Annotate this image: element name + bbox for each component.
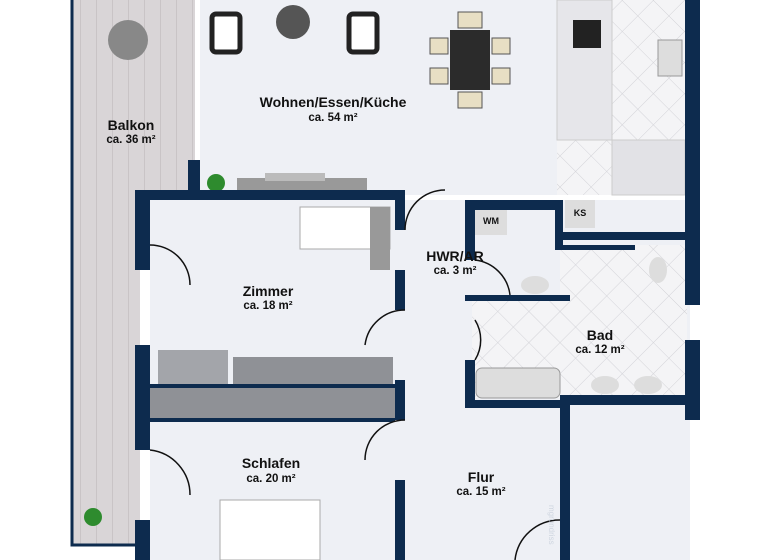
tv-icon xyxy=(265,173,325,181)
room-name-flur: Flur xyxy=(467,469,495,485)
door-zimmer xyxy=(364,309,406,346)
washbasin-icon xyxy=(521,276,549,294)
bed-icon xyxy=(219,499,321,560)
door-hwr xyxy=(474,259,511,296)
room-area-hwr: ca. 3 m² xyxy=(433,265,477,277)
door-balkon-schlafen xyxy=(149,449,191,496)
kitchen-counter xyxy=(611,139,686,196)
room-area-schlafen: ca. 20 m² xyxy=(246,473,296,485)
bed-frame-icon xyxy=(370,207,390,270)
sink-icon xyxy=(657,39,683,77)
room-name-schlafen: Schlafen xyxy=(241,455,301,471)
room-name-bad: Bad xyxy=(586,327,614,343)
shower-tiles xyxy=(560,245,687,305)
plant-icon xyxy=(84,508,102,526)
desk-icon xyxy=(158,350,228,386)
room-area-flur: ca. 15 m² xyxy=(456,486,506,498)
bathtub-icon xyxy=(475,367,561,399)
room-name-hwr: HWR/AR xyxy=(426,248,484,264)
dining-table-icon xyxy=(450,30,490,90)
door-schlafen xyxy=(364,419,406,461)
side-table-icon xyxy=(276,5,310,39)
plant-icon xyxy=(207,174,225,192)
door-swings xyxy=(149,189,561,560)
washing-machine-label: WM xyxy=(483,216,499,226)
toilet-icon xyxy=(649,257,667,283)
door-bad xyxy=(474,319,482,361)
shelf-icon xyxy=(233,357,393,385)
room-area-wohnen: ca. 54 m² xyxy=(308,112,358,124)
dining-chairs-icon xyxy=(429,11,511,109)
tv-board-icon xyxy=(237,178,367,192)
walls xyxy=(135,0,700,560)
balcony-table-icon xyxy=(108,20,148,60)
door-wohnen-flur xyxy=(404,189,446,231)
armchair-icon xyxy=(209,11,243,55)
washbasin-icon xyxy=(591,376,619,394)
door-balkon-zimmer xyxy=(149,244,191,286)
room-name-zimmer: Zimmer xyxy=(242,283,294,299)
door-entrance xyxy=(514,519,561,560)
room-area-zimmer: ca. 18 m² xyxy=(243,300,293,312)
fridge-icon xyxy=(565,200,595,228)
balcony-floor xyxy=(72,0,195,545)
room-area-bad: ca. 12 m² xyxy=(575,344,625,356)
armchair-icon xyxy=(346,11,380,55)
room-area-balkon: ca. 36 m² xyxy=(106,134,156,146)
room-name-balkon: Balkon xyxy=(107,117,155,133)
wardrobe-icon xyxy=(150,388,395,418)
cooktop-icon xyxy=(573,20,601,48)
room-name-wohnen: Wohnen/Essen/Küche xyxy=(259,94,407,110)
washbasin-icon xyxy=(634,376,662,394)
washing-machine-icon xyxy=(475,207,507,235)
fridge-label: KS xyxy=(573,208,587,218)
watermark: mgrundriss xyxy=(547,505,556,545)
balcony-railing xyxy=(70,0,140,547)
